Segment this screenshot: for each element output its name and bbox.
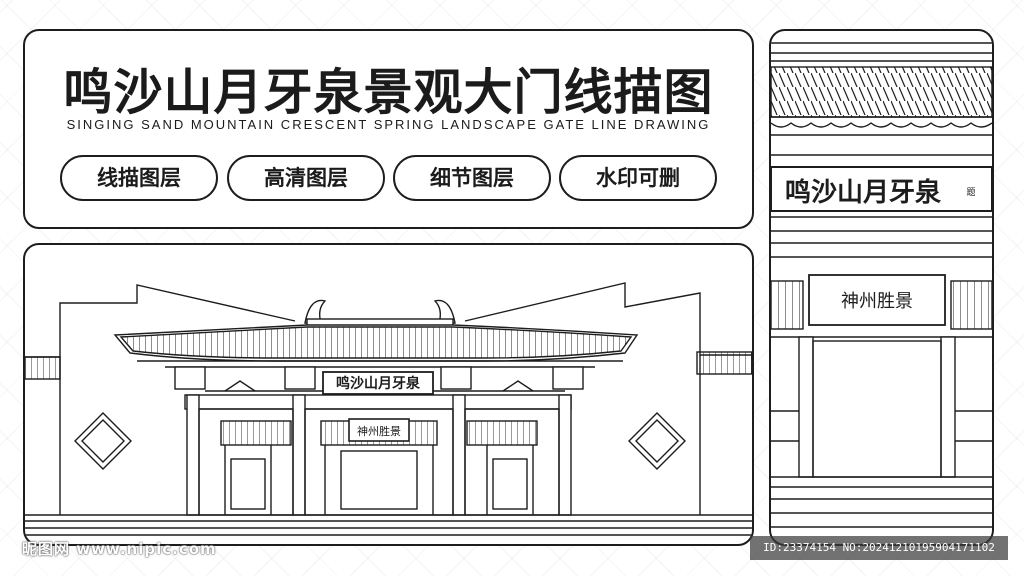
- page-subtitle: SINGING SAND MOUNTAIN CRESCENT SPRING LA…: [66, 117, 711, 132]
- gate-drawing-panel: 鸣沙山月牙泉 神州胜景: [23, 243, 754, 546]
- gate-detail-drawing: 鸣沙山月牙泉 题 神州胜景: [771, 42, 992, 528]
- tag-line-layer: 线描图层: [60, 155, 218, 201]
- tag-detail-layer: 细节图层: [393, 155, 551, 201]
- detail-main-sign-text: 鸣沙山月牙泉: [785, 177, 942, 208]
- tag-hd-layer: 高清图层: [227, 155, 385, 201]
- detail-lower-sign-text: 神州胜景: [841, 291, 913, 312]
- tag-watermark-removable: 水印可删: [559, 155, 717, 201]
- page-title: 鸣沙山月牙泉景观大门线描图: [63, 64, 714, 121]
- detail-panel: 鸣沙山月牙泉 题 神州胜景: [769, 29, 994, 546]
- tag-list: 线描图层 高清图层 细节图层 水印可删: [60, 155, 720, 203]
- site-watermark: 昵图网 www.nipic.com: [22, 540, 217, 558]
- gate-line-drawing: 鸣沙山月牙泉 神州胜景: [25, 282, 752, 536]
- lower-sign-text: 神州胜景: [357, 424, 401, 438]
- id-watermark: ID:23374154 NO:20241210195904171102: [750, 536, 1008, 560]
- title-panel: 鸣沙山月牙泉景观大门线描图 SINGING SAND MOUNTAIN CRES…: [23, 29, 754, 229]
- main-sign-text: 鸣沙山月牙泉: [336, 375, 421, 392]
- detail-sign-inscription: 题: [966, 187, 975, 198]
